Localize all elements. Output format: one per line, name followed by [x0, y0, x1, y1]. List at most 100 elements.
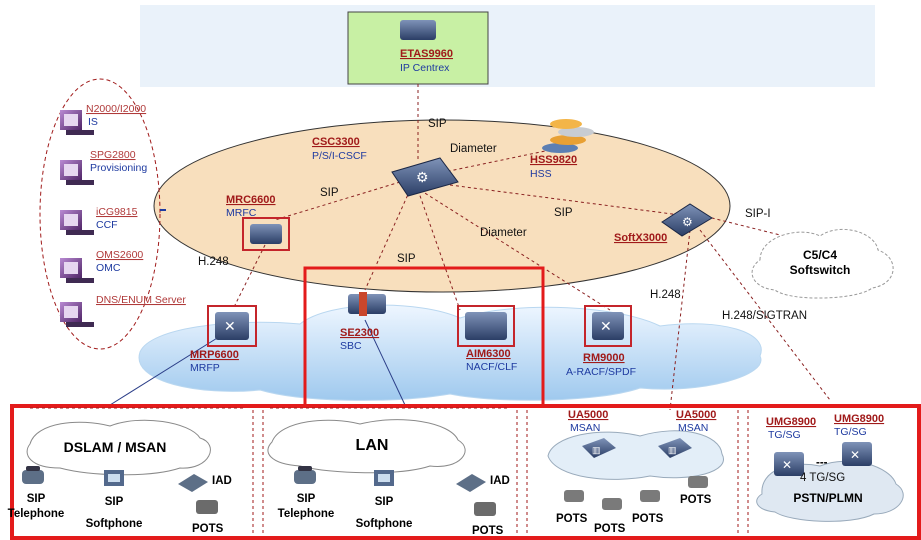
svg-text:▥: ▥	[668, 445, 677, 455]
pots-label: POTS	[192, 523, 224, 535]
left-item-name: OMS2600	[96, 249, 143, 261]
mrp-name: MRP6600	[190, 349, 239, 361]
softx-name: SoftX3000	[614, 232, 667, 244]
csc-router-icon	[391, 157, 459, 197]
sip-telephone-label: SIP	[297, 493, 316, 505]
sip-telephone-label: Telephone	[8, 508, 65, 520]
tg-sg-count-label: 4 TG/SG	[800, 472, 845, 484]
iad-label: IAD	[212, 475, 232, 487]
iad-label: IAD	[490, 475, 510, 487]
rm-device-icon	[592, 312, 624, 340]
softswitch-subtitle: Softswitch	[790, 263, 851, 277]
link-label-sip: SIP	[320, 187, 339, 199]
tg-sg-device-icon: ✕	[842, 442, 872, 466]
sip-softphone-label: Softphone	[86, 518, 143, 530]
ua-name: UA5000	[676, 409, 716, 421]
left-item-desc: Provisioning	[90, 162, 147, 174]
softswitch-cloud	[751, 228, 894, 299]
link-label-diameter: Diameter	[450, 143, 497, 155]
sip-softphone-label: Softphone	[356, 518, 413, 530]
lan-label: LAN	[356, 437, 389, 454]
mrp-desc: MRFP	[190, 362, 220, 374]
softx-router-icon	[661, 203, 713, 237]
pstn-label: PSTN/PLMN	[793, 491, 862, 505]
media-server-icon	[250, 224, 282, 244]
link-label-sip-i: SIP-I	[745, 208, 771, 220]
management-group-outline	[39, 78, 161, 350]
left-item-name: N2000/I2000	[86, 103, 146, 115]
dashes-label: ---	[816, 457, 828, 469]
rm-desc: A-RACF/SPDF	[566, 366, 636, 378]
svg-text:✕: ✕	[850, 448, 860, 462]
computer-icon	[60, 210, 94, 235]
sip-softphone-label: SIP	[375, 496, 394, 508]
mrp-device-icon	[215, 312, 249, 340]
msan-device-icon: ▥	[658, 438, 692, 458]
left-item-desc: OMC	[96, 262, 121, 274]
link-label-sip: SIP	[554, 207, 573, 219]
pots-label: POTS	[632, 513, 664, 525]
top-backdrop	[140, 5, 875, 87]
telephone-icon	[294, 466, 316, 484]
aim-desc: NACF/CLF	[466, 361, 517, 373]
svg-text:✕: ✕	[782, 458, 792, 472]
hss-desc: HSS	[530, 168, 552, 180]
rm-highlight	[584, 305, 632, 347]
aim-device-icon	[465, 312, 507, 340]
link-label-h248-sigtran: H.248/SIGTRAN	[722, 310, 807, 322]
mrc-name: MRC6600	[226, 194, 276, 206]
pots-label: POTS	[556, 513, 588, 525]
access-layer-frame	[10, 404, 921, 540]
left-item-desc: IS	[88, 116, 98, 128]
sip-telephone-label: SIP	[27, 493, 46, 505]
panel-dividers	[30, 407, 749, 535]
umg-name: UMG8900	[766, 416, 816, 428]
mrc-desc: MRFC	[226, 207, 257, 219]
softphone-icon	[374, 470, 394, 486]
umg-name: UMG8900	[834, 413, 884, 425]
mrp-highlight	[207, 305, 257, 347]
sip-telephone-label: Telephone	[278, 508, 335, 520]
se-desc: SBC	[340, 340, 362, 352]
computer-icon	[60, 110, 94, 135]
aim-name: AIM6300	[466, 348, 511, 360]
iad-router-icon	[456, 474, 486, 492]
csc-desc: P/S/I-CSCF	[312, 150, 367, 162]
svg-text:⚙: ⚙	[416, 169, 429, 185]
svg-text:⚙: ⚙	[682, 215, 693, 229]
pots-label: POTS	[472, 525, 504, 537]
sip-softphone-label: SIP	[105, 496, 124, 508]
ua-desc: MSAN	[678, 422, 708, 434]
pstn-cloud	[756, 460, 904, 522]
ua-name: UA5000	[568, 409, 608, 421]
link-label-h248: H.248	[650, 289, 681, 301]
etas-desc: IP Centrex	[400, 62, 450, 74]
pots-phone-icon	[564, 476, 708, 510]
core-network-ellipse	[153, 119, 731, 293]
database-icon	[542, 119, 594, 153]
link-label-diameter: Diameter	[480, 227, 527, 239]
csc-name: CSC3300	[312, 136, 360, 148]
left-item-name: SPG2800	[90, 149, 136, 161]
mrc-highlight	[242, 217, 290, 251]
pots-label: POTS	[680, 494, 712, 506]
link-label-sip: SIP	[397, 253, 416, 265]
ua-desc: MSAN	[570, 422, 600, 434]
pots-phone-icon	[196, 500, 218, 514]
msan-cloud	[547, 430, 724, 480]
se-name: SE2300	[340, 327, 379, 339]
aim-highlight	[457, 305, 515, 347]
softswitch-title: C5/C4	[803, 248, 837, 262]
softphone-icon	[104, 470, 124, 486]
server-icon	[400, 20, 436, 40]
link-label-sip: SIP	[428, 118, 447, 130]
umg-desc: TG/SG	[768, 429, 801, 441]
solid-links	[109, 319, 406, 406]
computer-icon	[60, 302, 94, 327]
umg-desc: TG/SG	[834, 426, 867, 438]
svg-text:▥: ▥	[592, 445, 601, 455]
hss-name: HSS9820	[530, 154, 577, 166]
etas-name: ETAS9960	[400, 48, 453, 60]
tg-sg-device-icon: ✕	[774, 452, 804, 476]
